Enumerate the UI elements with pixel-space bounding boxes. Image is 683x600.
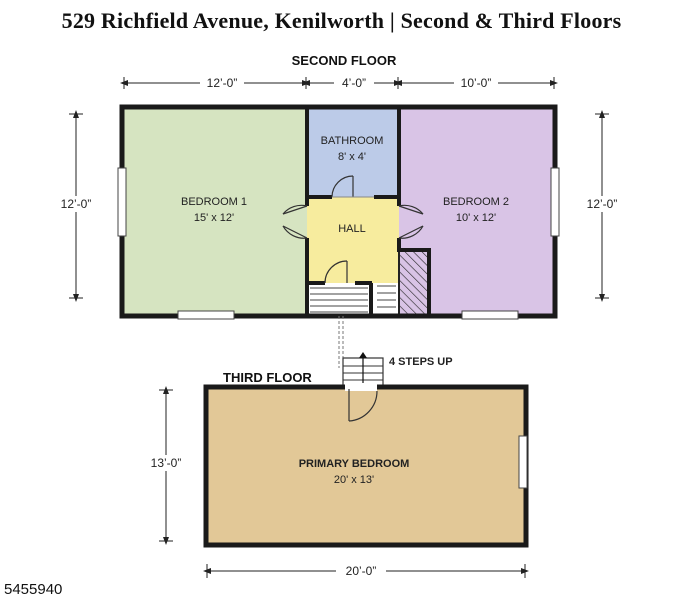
page-title: 529 Richfield Avenue, Kenilworth | Secon… — [61, 8, 622, 33]
dim-right: 12’-0” — [587, 197, 618, 211]
primary-bedroom-name: PRIMARY BEDROOM — [299, 458, 410, 470]
bedroom1-area — [123, 109, 307, 315]
third-floor-door — [348, 389, 378, 422]
door-swings — [282, 175, 424, 284]
closet-hatch — [398, 249, 430, 316]
third-floor-dimensions: 13’-0” 20’-0” — [142, 386, 529, 579]
listing-id: 5455940 — [4, 581, 63, 598]
dim-top-mid: 4’-0” — [342, 76, 366, 90]
bedroom2-name: BEDROOM 2 — [443, 196, 509, 208]
stair-connector — [338, 316, 384, 389]
third-floor-window — [518, 435, 528, 489]
bathroom-name: BATHROOM — [321, 135, 384, 147]
primary-bedroom-size: 20' x 13' — [334, 474, 374, 486]
dim-third-bottom: 20’-0” — [346, 564, 377, 578]
stair-landing-right — [371, 283, 399, 315]
hall-name: HALL — [338, 223, 366, 235]
hall-area — [307, 197, 399, 283]
stairs-label: 4 STEPS UP — [389, 356, 453, 368]
third-floor-heading: THIRD FLOOR — [223, 370, 312, 385]
second-floor-heading: SECOND FLOOR — [292, 53, 397, 68]
dim-top-right: 10’-0” — [461, 76, 492, 90]
bathroom-size: 8' x 4' — [338, 151, 366, 163]
dim-top-left: 12’-0” — [207, 76, 238, 90]
third-floor-door-gap — [345, 383, 377, 391]
bedroom2-size: 10' x 12' — [456, 212, 496, 224]
bedroom1-size: 15' x 12' — [194, 212, 234, 224]
second-floor-windows — [117, 167, 560, 320]
second-floor-side-dimensions: 12’-0” 12’-0” — [54, 110, 626, 302]
dim-third-left: 13’-0” — [151, 456, 182, 470]
second-floor-top-dimensions: 12’-0” 4’-0” 10’-0” — [120, 75, 558, 91]
dim-left: 12’-0” — [61, 197, 92, 211]
second-floor-interior-walls — [305, 107, 431, 316]
stair-treads — [310, 285, 396, 313]
bedroom1-name: BEDROOM 1 — [181, 196, 247, 208]
